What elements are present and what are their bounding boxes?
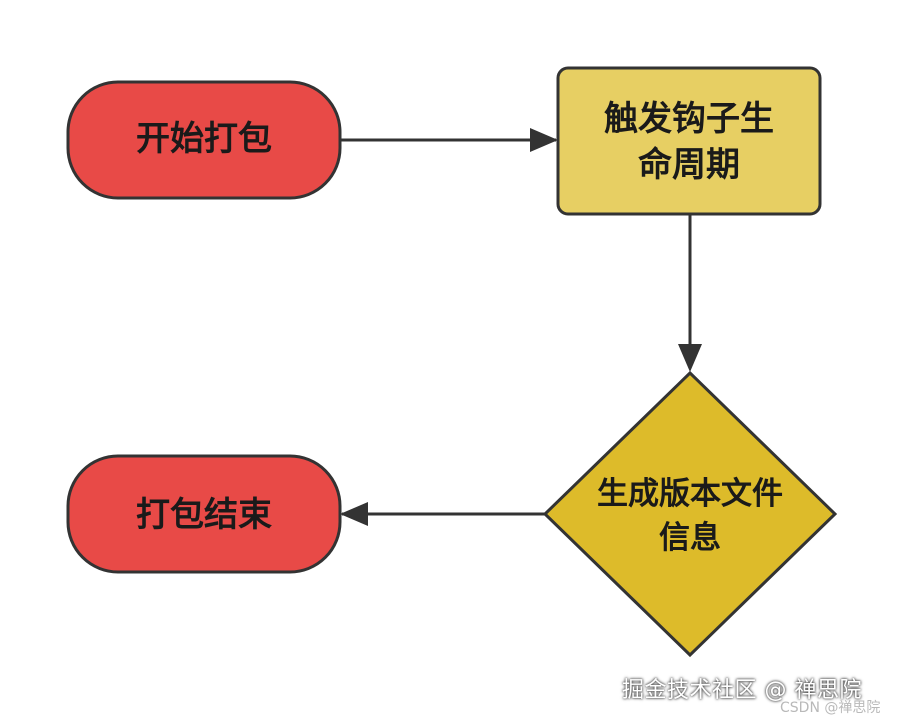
node-hook-label-line2: 命周期 xyxy=(638,145,740,185)
node-hook-label-line1: 触发钩子生 xyxy=(604,99,774,139)
node-end-label: 打包结束 xyxy=(136,495,272,535)
edge-start-to-hook xyxy=(340,128,558,152)
node-decision-label-line2: 信息 xyxy=(659,520,721,556)
node-generate-version-info[interactable]: 生成版本文件 信息 xyxy=(542,370,838,658)
node-start[interactable]: 开始打包 xyxy=(66,80,342,200)
watermark-csdn: CSDN @禅思院 xyxy=(780,700,881,716)
watermark-juejin: 掘金技术社区 @ 禅思院 xyxy=(622,678,862,703)
node-end[interactable]: 打包结束 xyxy=(66,454,342,574)
arrowhead-icon xyxy=(340,502,368,526)
arrowhead-icon xyxy=(530,128,558,152)
node-decision-label-line1: 生成版本文件 xyxy=(597,476,783,512)
edge-decision-to-end xyxy=(340,502,548,526)
arrowhead-icon xyxy=(678,344,702,372)
node-start-label: 开始打包 xyxy=(136,119,272,159)
node-hook-lifecycle[interactable]: 触发钩子生 命周期 xyxy=(556,66,822,216)
edge-hook-to-decision xyxy=(678,214,702,372)
